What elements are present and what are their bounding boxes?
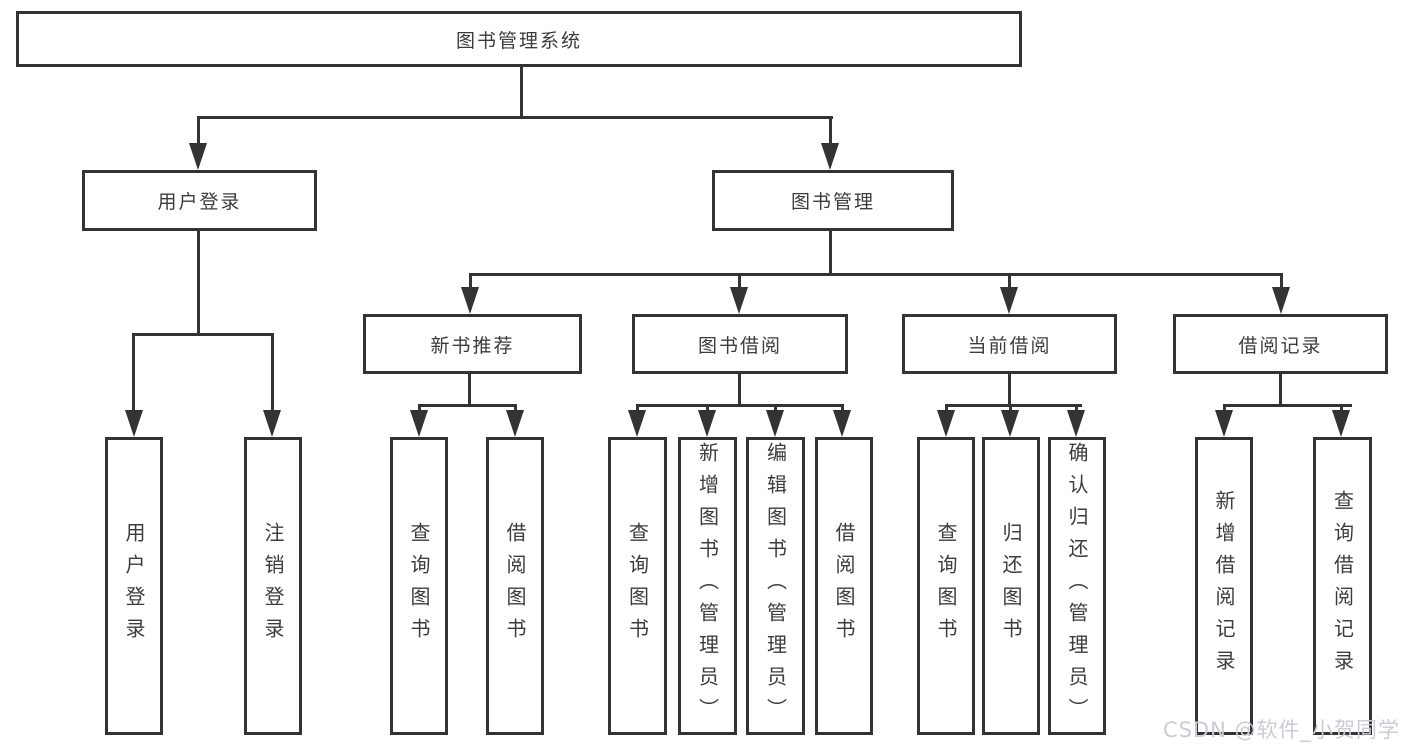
connector-line (738, 374, 741, 407)
node-user-login: 用户登录 (82, 170, 317, 231)
arrowhead-down-icon (461, 287, 479, 314)
node-current-borrow: 当前借阅 (902, 314, 1117, 374)
node-library-management-system: 图书管理系统 (16, 11, 1022, 67)
leaf-query-books-borrow: 查询图书 (608, 437, 667, 735)
arrowhead-down-icon (937, 410, 955, 437)
arrowhead-down-icon (410, 410, 428, 437)
leaf-add-books-admin: 新增图书（管理员） (678, 437, 737, 735)
csdn-watermark: CSDN @软件_小贺同学 (1162, 718, 1400, 742)
connector-line (520, 67, 523, 119)
arrowhead-down-icon (1000, 287, 1018, 314)
leaf-query-books-recommend: 查询图书 (390, 437, 448, 735)
arrowhead-down-icon (628, 410, 646, 437)
arrowhead-down-icon (1272, 287, 1290, 314)
connector-line (132, 333, 274, 336)
leaf-borrow-books: 借阅图书 (815, 437, 873, 735)
connector-line (469, 273, 1283, 276)
connector-line (197, 231, 200, 336)
arrowhead-down-icon (1332, 410, 1350, 437)
leaf-query-books-current: 查询图书 (917, 437, 975, 735)
connector-line (418, 404, 517, 407)
connector-line (1279, 374, 1282, 407)
connector-line (271, 333, 274, 415)
arrowhead-down-icon (698, 410, 716, 437)
connector-line (636, 404, 844, 407)
arrowhead-down-icon (1001, 410, 1019, 437)
leaf-add-borrow-record: 新增借阅记录 (1195, 437, 1253, 735)
connector-line (197, 116, 200, 148)
leaf-logout: 注销登录 (244, 437, 302, 735)
arrowhead-down-icon (189, 143, 207, 170)
arrowhead-down-icon (833, 410, 851, 437)
connector-line (468, 374, 471, 407)
connector-line (469, 273, 472, 293)
arrowhead-down-icon (821, 143, 839, 170)
arrowhead-down-icon (1215, 410, 1233, 437)
leaf-return-books: 归还图书 (982, 437, 1040, 735)
node-borrow-records: 借阅记录 (1173, 314, 1388, 374)
leaf-edit-books-admin: 编辑图书（管理员） (746, 437, 805, 735)
leaf-query-borrow-record: 查询借阅记录 (1313, 437, 1372, 735)
leaf-borrow-books-recommend: 借阅图书 (486, 437, 544, 735)
arrowhead-down-icon (1067, 410, 1085, 437)
arrowhead-down-icon (506, 410, 524, 437)
node-new-book-recommend: 新书推荐 (363, 314, 582, 374)
connector-line (829, 231, 832, 276)
arrowhead-down-icon (125, 410, 143, 437)
node-book-borrow: 图书借阅 (632, 314, 848, 374)
leaf-confirm-return-admin: 确认归还（管理员） (1048, 437, 1106, 735)
arrowhead-down-icon (263, 410, 281, 437)
leaf-user-login: 用户登录 (105, 437, 163, 735)
connector-line (829, 116, 832, 148)
connector-line (1280, 273, 1283, 293)
connector-line (738, 273, 741, 293)
connector-line (945, 404, 1082, 407)
connector-line (1008, 374, 1011, 407)
arrowhead-down-icon (766, 410, 784, 437)
arrowhead-down-icon (730, 287, 748, 314)
connector-line (197, 116, 833, 119)
node-book-management: 图书管理 (712, 170, 954, 231)
connector-line (132, 333, 135, 415)
connector-line (1223, 404, 1352, 407)
connector-line (1008, 273, 1011, 293)
